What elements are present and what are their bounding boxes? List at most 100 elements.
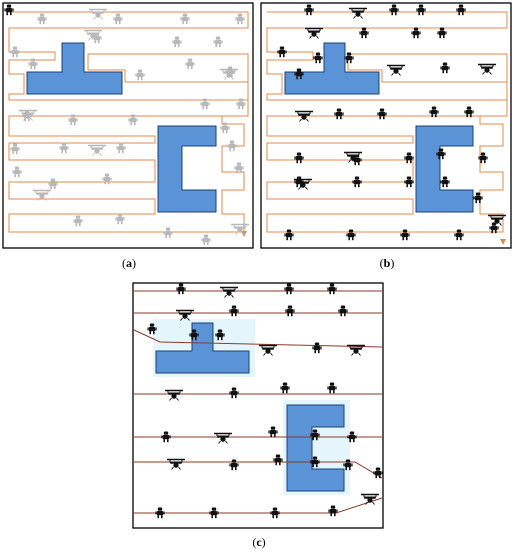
drone-icon [259,344,277,356]
robot-leg-left [211,515,213,519]
robot-arm-left [229,463,231,467]
robot-body [344,463,352,468]
robot-head [286,283,292,287]
robot-arm-left [10,50,12,54]
robot-leg-right [484,160,486,164]
drone-icon [347,344,365,356]
robot-leg-right [241,21,243,25]
drone-body [226,290,232,296]
robot-leg-right [54,186,56,190]
robot-head [70,114,76,118]
drone-body [220,436,226,442]
robot-arm-left [200,102,202,106]
robot-leg-left [306,12,308,16]
robot-leg-left [346,60,348,64]
drone-leg-right [242,231,245,235]
robot-leg-left [315,60,317,64]
robot-arm-right [30,114,32,118]
robot-body [345,56,353,61]
robot-arm-left [234,166,236,170]
ground-robot-icon [327,283,337,295]
ground-robot-icon [73,215,83,227]
robot-arm-left [48,182,50,186]
robot-leg-right [353,439,355,443]
robot-head [30,58,36,62]
robot-leg-left [340,313,342,317]
robot-leg-left [348,237,350,241]
robot-head [402,229,408,233]
robot-body [401,233,409,238]
drone-leg-left [391,72,394,76]
robot-arm-left [310,433,312,437]
robot-body [237,102,245,107]
robot-leg-left [442,184,444,188]
drone-body [39,193,45,199]
robot-leg-right [319,60,321,64]
robot-arm-left [270,511,272,515]
obstacle-t [155,322,250,374]
drone-leg-left [351,352,354,356]
robot-leg-right [290,237,292,241]
robot-head [61,142,67,146]
ground-robot-icon [346,229,356,241]
drone-leg-left [224,76,227,80]
drone-leg-right [306,118,309,122]
ground-robot-icon [28,58,38,70]
robot-arm-right [360,180,362,184]
ground-robot-icon [215,329,225,341]
robot-head [12,143,18,147]
robot-leg-left [349,439,351,443]
robot-head [442,176,448,180]
robot-arm-right [136,118,138,122]
robot-body [441,66,449,71]
robot-leg-right [435,114,437,118]
robot-leg-left [191,337,193,341]
robot-leg-right [318,350,320,354]
drone-icon [165,389,183,401]
robot-arm-right [412,180,414,184]
caption-a: (a) [122,256,136,270]
drone-body [182,313,188,319]
drone-leg-left [299,118,302,122]
panel-a [2,2,254,249]
robot-head [296,68,302,72]
robot-arm-right [244,102,246,106]
robot-leg-right [242,106,244,110]
robot-head [438,148,444,152]
robot-arm-left [73,219,75,223]
drone-body [94,148,100,154]
robot-head [118,142,124,146]
drone-body [484,67,490,73]
robot-arm-left [37,17,39,21]
robot-arm-right [163,511,165,515]
robot-leg-left [491,230,493,234]
robot-body [230,309,238,314]
robot-leg-left [163,439,165,443]
drone-frame [481,66,493,69]
ground-robot-icon [440,176,450,188]
robot-arm-right [360,158,362,162]
robot-leg-right [291,313,293,317]
robot-body [329,509,337,514]
robot-arm-left [115,217,117,221]
robot-head [349,431,355,435]
robot-leg-right [446,70,448,74]
robot-leg-right [422,12,424,16]
drone-leg-right [187,317,190,321]
robot-head [236,162,242,166]
robot-leg-right [417,35,419,39]
ground-robot-icon [163,227,173,239]
robot-arm-right [486,156,488,160]
robot-leg-left [413,35,415,39]
ground-robot-icon [404,176,414,188]
ground-robot-icon [273,454,283,466]
robot-leg-right [182,291,184,295]
drone-leg-left [169,397,172,401]
robot-arm-right [464,8,466,12]
robot-leg-left [296,184,298,188]
drone-frame [390,67,402,70]
robot-leg-right [333,291,335,295]
robot-body [295,72,303,77]
robot-leg-left [406,160,408,164]
drone-leg-right [499,222,502,226]
